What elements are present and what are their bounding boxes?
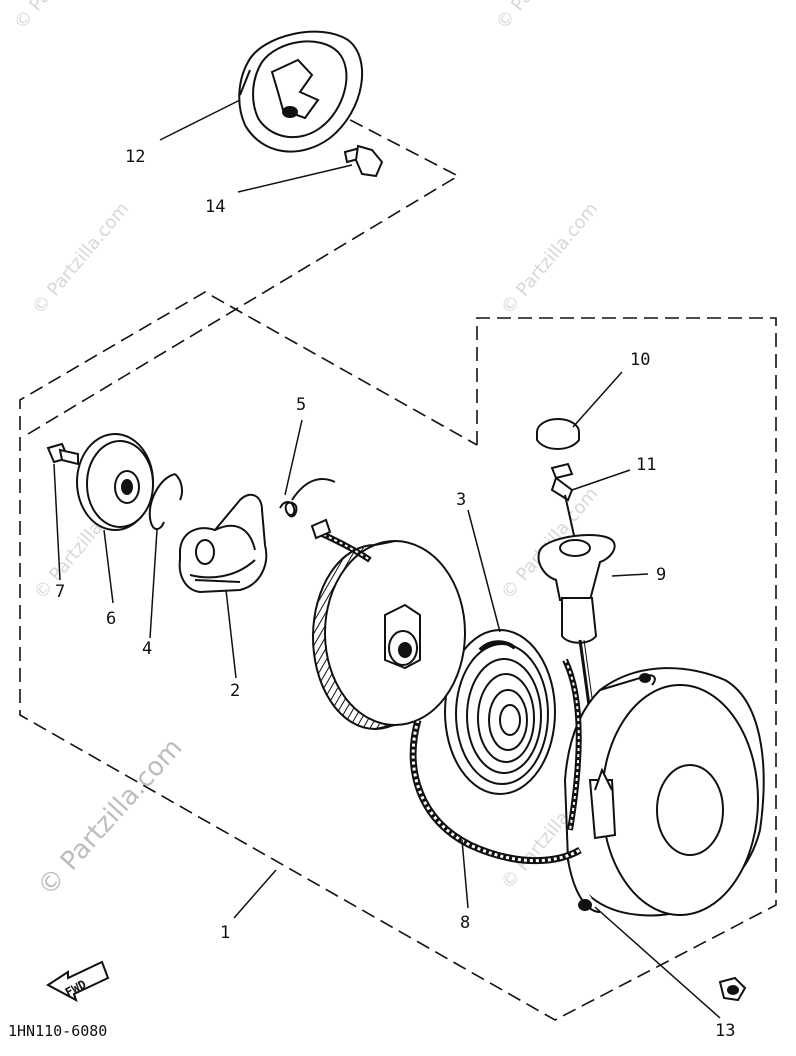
plate-part-6 <box>76 433 154 531</box>
callout-2: 2 <box>230 681 240 701</box>
callout-3: 3 <box>456 490 466 510</box>
callout-5: 5 <box>296 395 306 415</box>
callout-6: 6 <box>106 609 116 629</box>
callout-14: 14 <box>205 197 225 217</box>
starter-case <box>563 667 765 917</box>
bolt-part-13 <box>718 976 747 1002</box>
callout-9: 9 <box>656 565 666 585</box>
fwd-arrow-icon <box>46 960 110 1003</box>
bolt-part-14 <box>343 144 384 178</box>
cap-part-10 <box>536 418 580 450</box>
callout-10: 10 <box>630 350 650 370</box>
assembly-outline <box>19 97 777 1021</box>
pulley-drum <box>310 518 466 730</box>
bolt-part-7 <box>46 442 79 466</box>
callout-1: 1 <box>220 923 230 943</box>
callout-4: 4 <box>142 639 152 659</box>
bolt-part-11 <box>550 462 574 502</box>
callout-13: 13 <box>715 1021 735 1041</box>
callout-7: 7 <box>55 582 65 602</box>
pawl-part-2 <box>178 493 268 594</box>
diagram-code: 1HN110-6080 <box>8 1022 108 1040</box>
leader-lines <box>53 99 721 1019</box>
clip-part-4 <box>148 473 184 530</box>
callout-12: 12 <box>125 147 145 167</box>
callout-8: 8 <box>460 913 470 933</box>
spring-part-5 <box>279 478 336 518</box>
starter-pulley-part-12 <box>238 30 364 153</box>
callout-11: 11 <box>636 455 656 475</box>
rope-part-8 <box>409 658 582 865</box>
callouts: 12 14 10 11 9 3 5 7 6 4 2 1 8 13 <box>55 147 735 1041</box>
